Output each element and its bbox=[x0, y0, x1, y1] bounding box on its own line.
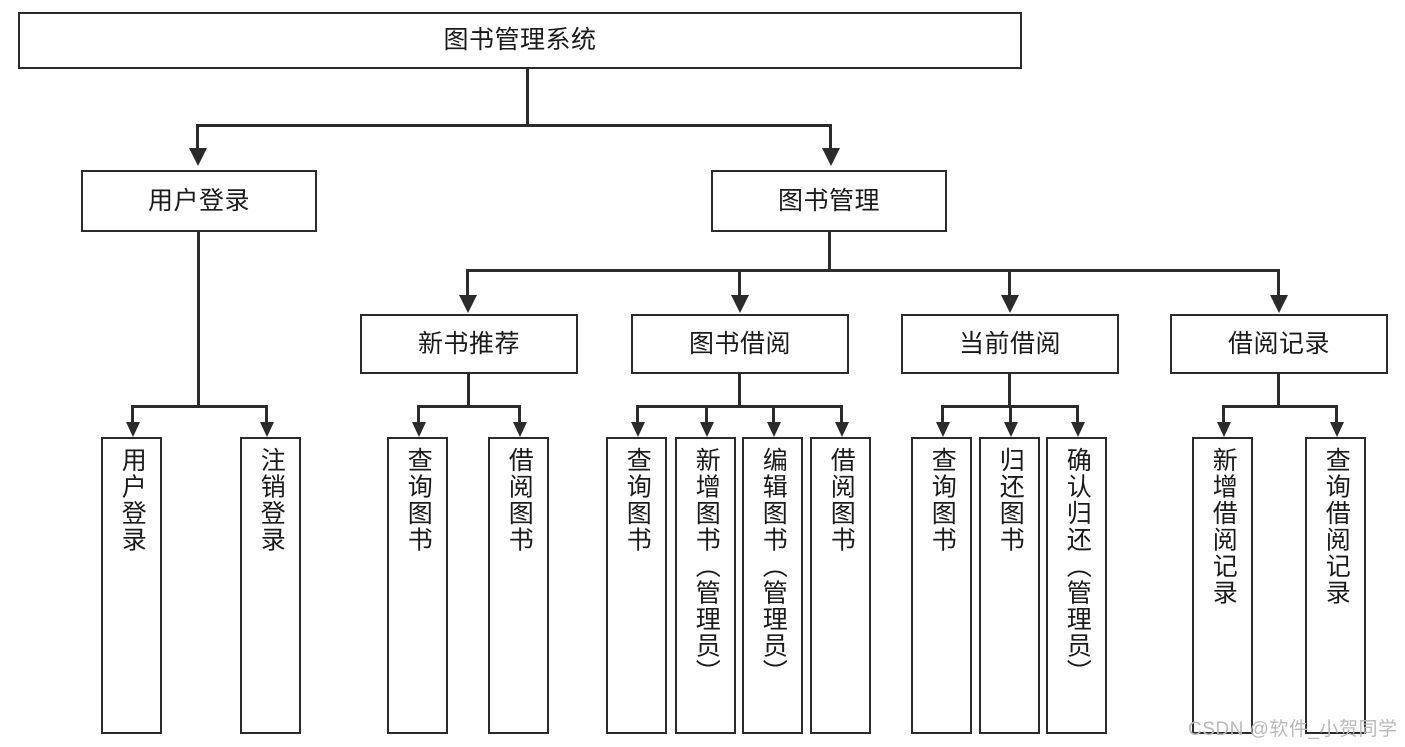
arrow-bb-to-leaf-3 bbox=[835, 422, 849, 437]
arrow-bb-to-leaf-1 bbox=[700, 422, 714, 437]
leaf-logout-login-label: 注销登录 bbox=[257, 447, 286, 553]
leaf-query-book-3[interactable]: 查询图书 bbox=[911, 437, 972, 734]
node-new-book-recommend-label: 新书推荐 bbox=[417, 329, 520, 358]
connector-bb-to-leaf-0 bbox=[636, 405, 639, 422]
leaf-borrow-book-1[interactable]: 借阅图书 bbox=[488, 437, 549, 734]
leaf-user-login-label: 用户登录 bbox=[118, 447, 147, 553]
arrow-bm-to-book-borrow bbox=[731, 295, 749, 313]
leaf-borrow-book-2[interactable]: 借阅图书 bbox=[810, 437, 871, 734]
connector-root-stem bbox=[526, 69, 529, 125]
arrow-root-to-book-management bbox=[822, 148, 840, 166]
connector-user-login-to-leaf-0 bbox=[131, 405, 134, 422]
connector-new-book-bus bbox=[417, 405, 521, 408]
connector-borrow-record-stem bbox=[1277, 374, 1280, 407]
node-root[interactable]: 图书管理系统 bbox=[18, 12, 1022, 69]
connector-br-to-leaf-1 bbox=[1335, 405, 1338, 422]
arrow-bb-to-leaf-0 bbox=[631, 422, 645, 437]
connector-cb-to-leaf-2 bbox=[1076, 405, 1079, 422]
leaf-edit-book[interactable]: 编辑图书（管理员） bbox=[742, 437, 803, 734]
node-user-login-label: 用户登录 bbox=[147, 186, 250, 215]
connector-br-to-leaf-0 bbox=[1222, 405, 1225, 422]
arrow-br-to-leaf-0 bbox=[1217, 422, 1231, 437]
connector-user-login-to-leaf-1 bbox=[265, 405, 268, 422]
connector-book-borrow-bus bbox=[636, 405, 842, 408]
arrow-user-login-to-leaf-1 bbox=[260, 422, 274, 437]
connector-nb-to-leaf-1 bbox=[518, 405, 521, 422]
leaf-query-record-label: 查询借阅记录 bbox=[1322, 447, 1351, 606]
leaf-user-login[interactable]: 用户登录 bbox=[101, 437, 162, 734]
arrow-nb-to-leaf-0 bbox=[412, 422, 426, 437]
leaf-add-book[interactable]: 新增图书（管理员） bbox=[675, 437, 736, 734]
arrow-bm-to-current-borrow bbox=[1001, 295, 1019, 313]
leaf-edit-book-label: 编辑图书（管理员） bbox=[759, 447, 788, 686]
leaf-confirm-return[interactable]: 确认归还（管理员） bbox=[1046, 437, 1107, 734]
leaf-query-record[interactable]: 查询借阅记录 bbox=[1305, 437, 1366, 734]
connector-bm-to-borrow-record bbox=[1277, 269, 1280, 295]
leaf-query-book-1-label: 查询图书 bbox=[404, 447, 433, 553]
connector-book-borrow-stem bbox=[738, 374, 741, 407]
leaf-query-book-2-label: 查询图书 bbox=[623, 447, 652, 553]
arrow-cb-to-leaf-1 bbox=[1004, 422, 1018, 437]
connector-current-borrow-stem bbox=[1008, 374, 1011, 407]
leaf-query-book-2[interactable]: 查询图书 bbox=[606, 437, 667, 734]
node-current-borrow[interactable]: 当前借阅 bbox=[901, 314, 1119, 374]
node-book-management[interactable]: 图书管理 bbox=[711, 170, 947, 232]
arrow-cb-to-leaf-2 bbox=[1071, 422, 1085, 437]
leaf-borrow-book-2-label: 借阅图书 bbox=[827, 447, 856, 553]
node-new-book-recommend[interactable]: 新书推荐 bbox=[360, 314, 578, 374]
arrow-user-login-to-leaf-0 bbox=[126, 422, 140, 437]
connector-bm-to-new-book bbox=[466, 269, 469, 295]
node-borrow-record[interactable]: 借阅记录 bbox=[1170, 314, 1388, 374]
connector-user-login-stem bbox=[197, 232, 200, 407]
leaf-add-record[interactable]: 新增借阅记录 bbox=[1192, 437, 1253, 734]
connector-bm-to-book-borrow bbox=[738, 269, 741, 295]
connector-book-management-bus bbox=[466, 269, 1279, 272]
node-borrow-record-label: 借阅记录 bbox=[1227, 329, 1330, 358]
arrow-cb-to-leaf-0 bbox=[936, 422, 950, 437]
connector-bb-to-leaf-1 bbox=[705, 405, 708, 422]
arrow-br-to-leaf-1 bbox=[1330, 422, 1344, 437]
arrow-bm-to-new-book bbox=[459, 295, 477, 313]
node-book-borrow[interactable]: 图书借阅 bbox=[631, 314, 849, 374]
csdn-watermark: CSDN @软件_小贺同学 bbox=[1188, 719, 1398, 740]
connector-root-bus bbox=[196, 124, 832, 127]
connector-cb-to-leaf-1 bbox=[1009, 405, 1012, 422]
leaf-add-record-label: 新增借阅记录 bbox=[1209, 447, 1238, 606]
leaf-confirm-return-label: 确认归还（管理员） bbox=[1063, 447, 1092, 686]
connector-bb-to-leaf-2 bbox=[772, 405, 775, 422]
arrow-bm-to-borrow-record bbox=[1270, 295, 1288, 313]
connector-new-book-stem bbox=[467, 374, 470, 407]
leaf-query-book-3-label: 查询图书 bbox=[928, 447, 957, 553]
leaf-query-book-1[interactable]: 查询图书 bbox=[387, 437, 448, 734]
connector-book-management-stem bbox=[828, 232, 831, 270]
connector-nb-to-leaf-0 bbox=[417, 405, 420, 422]
connector-user-login-bus bbox=[131, 405, 267, 408]
leaf-add-book-label: 新增图书（管理员） bbox=[692, 447, 721, 686]
arrow-root-to-user-login bbox=[189, 148, 207, 166]
connector-cb-to-leaf-0 bbox=[941, 405, 944, 422]
node-book-management-label: 图书管理 bbox=[777, 186, 880, 215]
connector-bb-to-leaf-3 bbox=[840, 405, 843, 422]
arrow-bb-to-leaf-2 bbox=[767, 422, 781, 437]
node-user-login[interactable]: 用户登录 bbox=[81, 170, 317, 232]
leaf-return-book-label: 归还图书 bbox=[996, 447, 1025, 553]
leaf-borrow-book-1-label: 借阅图书 bbox=[505, 447, 534, 553]
leaf-return-book[interactable]: 归还图书 bbox=[979, 437, 1040, 734]
arrow-nb-to-leaf-1 bbox=[513, 422, 527, 437]
node-current-borrow-label: 当前借阅 bbox=[958, 329, 1061, 358]
leaf-logout-login[interactable]: 注销登录 bbox=[240, 437, 301, 734]
connector-borrow-record-bus bbox=[1222, 405, 1337, 408]
node-book-borrow-label: 图书借阅 bbox=[688, 329, 791, 358]
node-root-label: 图书管理系统 bbox=[443, 26, 597, 55]
connector-root-to-book-management bbox=[829, 124, 832, 148]
connector-bm-to-current-borrow bbox=[1008, 269, 1011, 295]
connector-root-to-user-login bbox=[196, 124, 199, 148]
